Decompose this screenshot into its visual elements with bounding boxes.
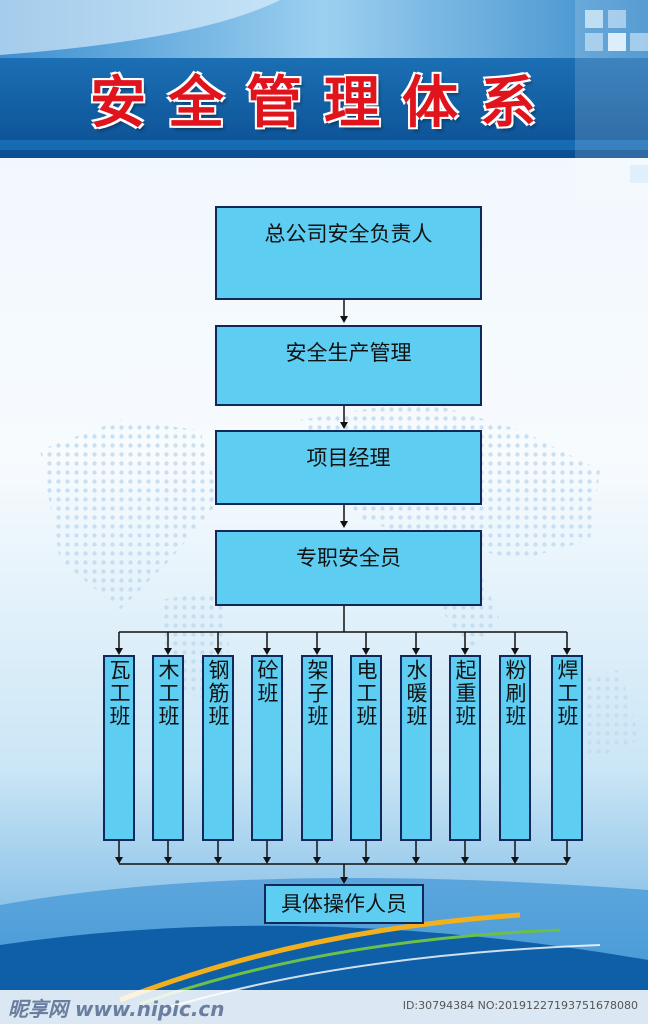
level-box-project-manager: 项目经理 <box>215 430 482 505</box>
team-box: 起重班 <box>449 655 481 841</box>
team-label: 电工班 <box>354 659 378 728</box>
team-label: 水暖班 <box>404 659 428 728</box>
team-label: 钢筋班 <box>206 659 230 728</box>
level-label: 项目经理 <box>306 446 391 470</box>
team-label: 起重班 <box>453 659 477 728</box>
team-box: 粉刷班 <box>499 655 531 841</box>
watermark-site: 昵享网 www.nipic.cn <box>8 997 225 1021</box>
level-label: 总公司安全负责人 <box>264 222 433 246</box>
operators-box: 具体操作人员 <box>264 884 424 924</box>
team-box: 架子班 <box>301 655 333 841</box>
team-label: 木工班 <box>156 659 180 728</box>
level-box-company-safety-head: 总公司安全负责人 <box>215 206 482 300</box>
watermark-id: ID:30794384 NO:20191227193751678080 <box>402 999 638 1012</box>
team-box: 钢筋班 <box>202 655 234 841</box>
level-box-safety-officer: 专职安全员 <box>215 530 482 606</box>
level-box-safety-production: 安全生产管理 <box>215 325 482 406</box>
team-box: 焊工班 <box>551 655 583 841</box>
team-label: 粉刷班 <box>503 659 527 728</box>
team-box: 水暖班 <box>400 655 432 841</box>
level-label: 安全生产管理 <box>285 341 412 365</box>
team-box: 瓦工班 <box>103 655 135 841</box>
watermark-bar <box>0 990 648 1024</box>
level-label: 专职安全员 <box>296 546 401 570</box>
team-box: 电工班 <box>350 655 382 841</box>
team-label: 砼班 <box>255 659 279 705</box>
team-box: 木工班 <box>152 655 184 841</box>
team-label: 瓦工班 <box>107 659 131 728</box>
team-box: 砼班 <box>251 655 283 841</box>
team-label: 架子班 <box>305 659 329 728</box>
team-label: 焊工班 <box>555 659 579 728</box>
page-title: 安全管理体系 <box>90 70 558 136</box>
